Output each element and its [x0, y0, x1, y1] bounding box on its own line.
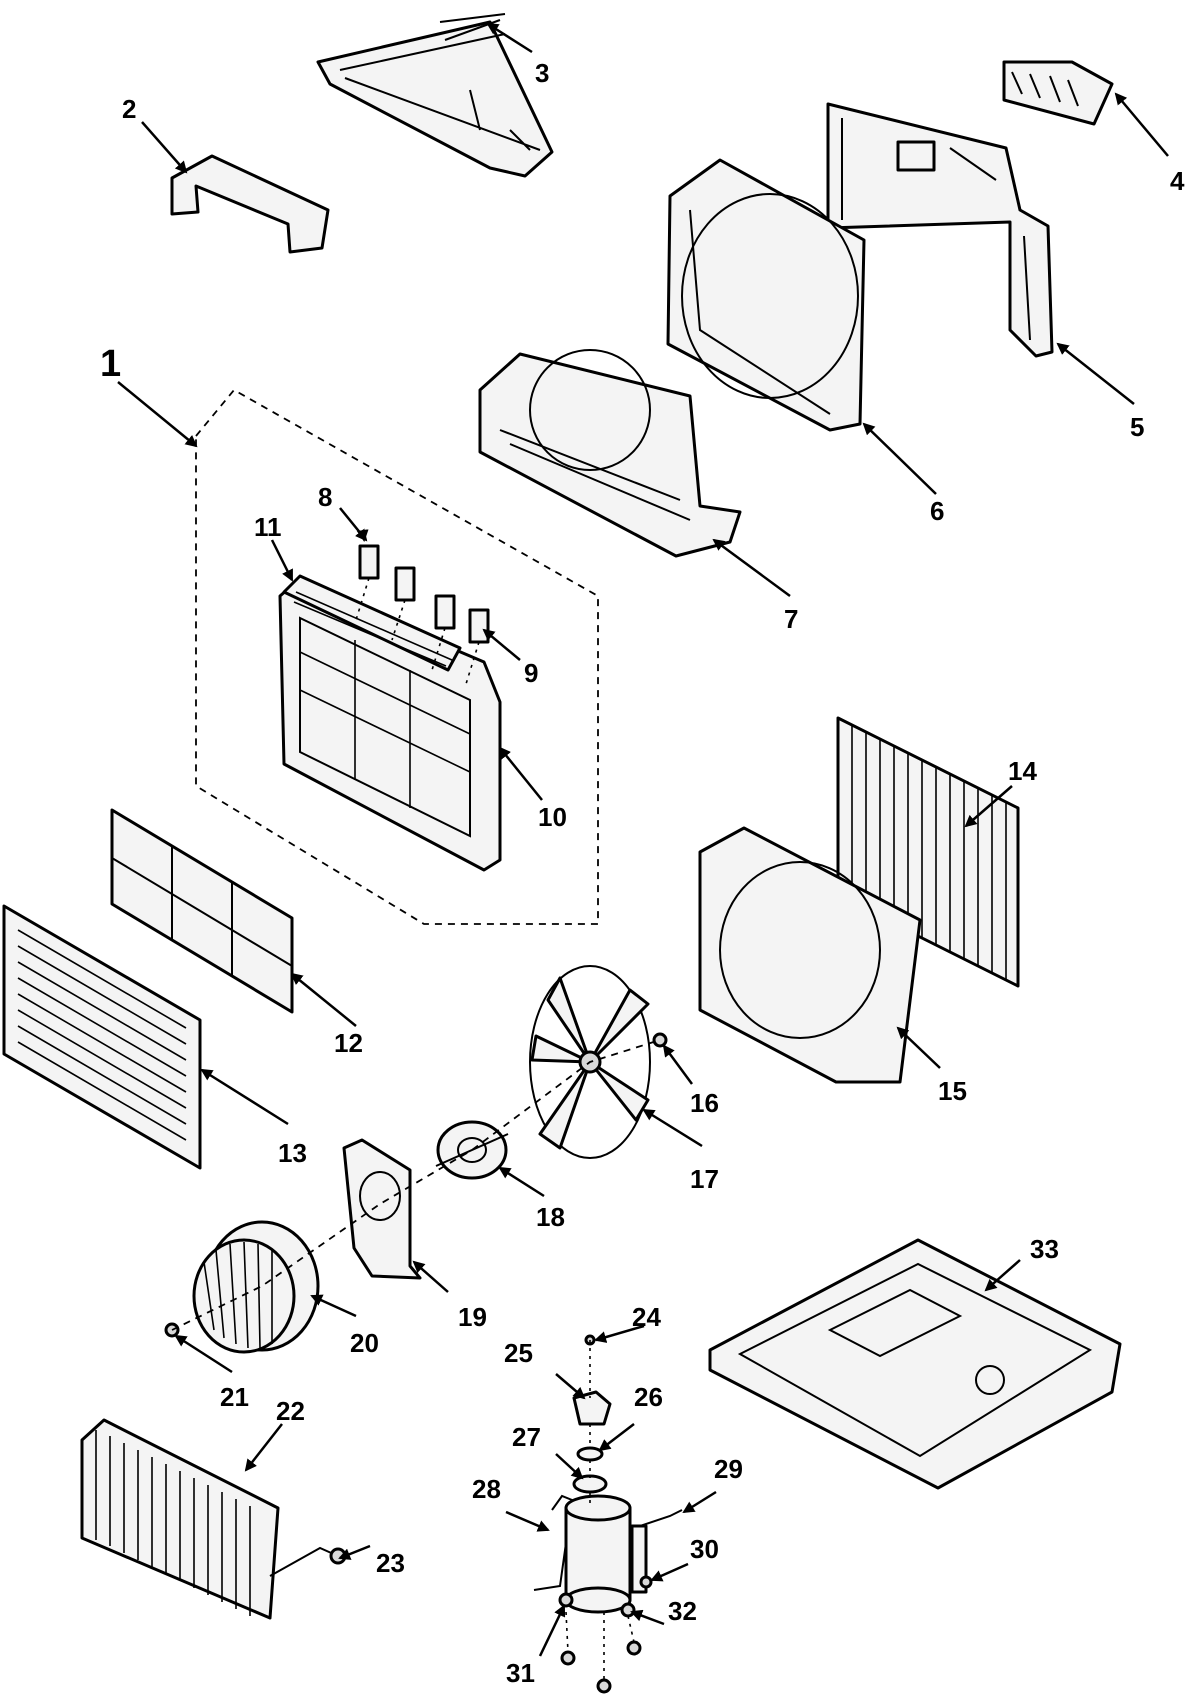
callout-4: 4	[1170, 166, 1185, 196]
part-9-louver-clips	[434, 594, 490, 644]
callout-12: 12	[334, 1028, 363, 1058]
callout-29: 29	[714, 1454, 743, 1484]
callout-8: 8	[318, 482, 332, 512]
callout-labels: 1 2 3 4 5 6 7 8 9 10 11 12 13 14 15 16 1…	[100, 58, 1185, 1688]
callout-31: 31	[506, 1658, 535, 1688]
part-19-motor-bracket	[342, 1138, 422, 1280]
callout-13: 13	[278, 1138, 307, 1168]
callout-6: 6	[930, 496, 944, 526]
part-22-evaporator-coil	[80, 1418, 339, 1620]
compressor-guide-lines	[565, 1340, 635, 1680]
part-3-control-bracket	[316, 13, 554, 178]
part-29-suction-tube	[639, 1509, 683, 1527]
callout-5: 5	[1130, 412, 1144, 442]
shaft-axis	[171, 1039, 661, 1331]
mount-nut-1	[560, 1650, 576, 1666]
part-15-fan-shroud	[698, 826, 922, 1084]
callout-22: 22	[276, 1396, 305, 1426]
callout-32: 32	[668, 1596, 697, 1626]
callout-19: 19	[458, 1302, 487, 1332]
mount-nut-2	[596, 1678, 612, 1694]
part-18-fan-motor	[435, 1120, 509, 1180]
callout-18: 18	[536, 1202, 565, 1232]
callout-20: 20	[350, 1328, 379, 1358]
part-4-terminal-bracket	[1002, 60, 1114, 126]
part-5-cabinet-partition	[826, 102, 1054, 358]
part-26-overload	[576, 1446, 604, 1462]
part-7-evaporator-housing	[478, 349, 742, 558]
callout-2: 2	[122, 94, 136, 124]
callout-17: 17	[690, 1164, 719, 1194]
part-12-filter	[110, 808, 294, 1014]
part-14-condenser-coil	[836, 716, 1020, 988]
part-16-nut	[652, 1032, 668, 1048]
part-32-grommet	[620, 1602, 636, 1618]
part-8-louver-clips	[358, 544, 416, 602]
callout-25: 25	[504, 1338, 533, 1368]
callout-14: 14	[1008, 756, 1037, 786]
callout-30: 30	[690, 1534, 719, 1564]
part-13-front-grille	[2, 904, 202, 1170]
part-20-blower-wheel	[192, 1220, 320, 1354]
callout-15: 15	[938, 1076, 967, 1106]
leader-lines	[117, 22, 1169, 1657]
callout-10: 10	[538, 802, 567, 832]
callout-16: 16	[690, 1088, 719, 1118]
callout-33: 33	[1030, 1234, 1059, 1264]
callout-28: 28	[472, 1474, 501, 1504]
mount-nut-3	[626, 1640, 642, 1656]
callout-26: 26	[634, 1382, 663, 1412]
part-31-grommet	[558, 1592, 574, 1608]
callout-23: 23	[376, 1548, 405, 1578]
part-25-overload-cover	[572, 1390, 612, 1426]
part-30-washer	[639, 1575, 653, 1589]
callout-9: 9	[524, 658, 538, 688]
part-27-gasket	[572, 1474, 608, 1494]
callout-3: 3	[535, 58, 549, 88]
part-compressor-body	[564, 1494, 648, 1614]
callout-11: 11	[254, 512, 282, 542]
callout-7: 7	[784, 604, 798, 634]
callout-1: 1	[100, 343, 121, 385]
part-2-channel-cover	[170, 154, 330, 254]
part-6-condenser-shroud	[666, 158, 866, 432]
callout-27: 27	[512, 1422, 541, 1452]
part-11-louver	[282, 574, 462, 672]
callout-24: 24	[632, 1302, 661, 1332]
part-33-base-pan	[708, 1238, 1122, 1490]
callout-21: 21	[220, 1382, 249, 1412]
